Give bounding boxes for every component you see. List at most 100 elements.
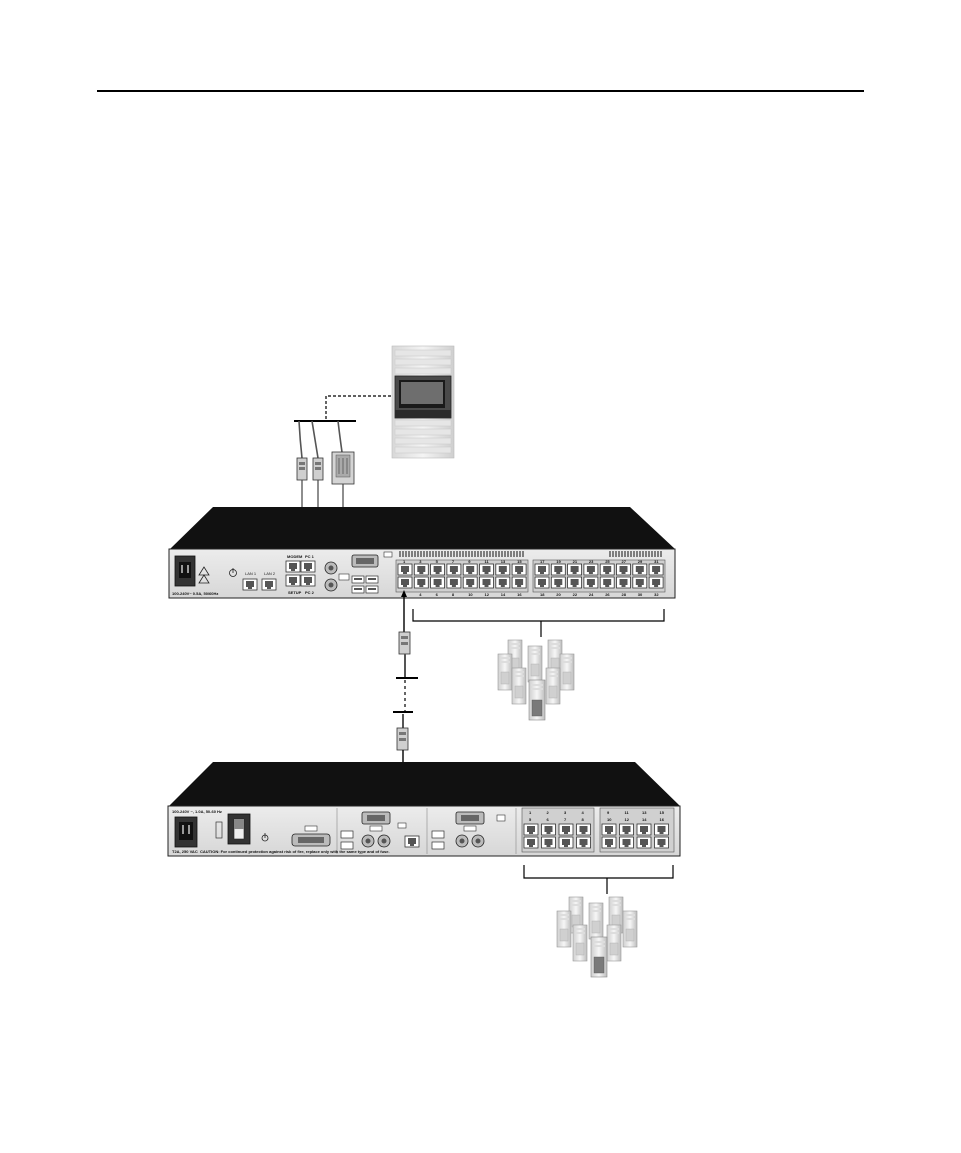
port-number-label: 9 (607, 810, 610, 815)
pc2-label: PC 2 (305, 590, 315, 595)
serial-port (291, 825, 331, 847)
upper-server-ports: 1234567891011121314151617181920212223242… (397, 559, 664, 597)
port-number-label: 1 (403, 559, 406, 564)
port-number-label: 14 (642, 817, 647, 822)
port-number-label: 7 (564, 817, 567, 822)
modem-label: MODEM (287, 554, 303, 559)
port-number-label: 5 (529, 817, 532, 822)
lower-server-bracket (523, 865, 674, 894)
port-number-label: 32 (654, 592, 659, 597)
port-number-label: 4 (582, 810, 585, 815)
server-port (523, 836, 539, 849)
server-port (479, 563, 494, 576)
usb-port (338, 573, 350, 581)
server-port (541, 836, 556, 849)
server-port (550, 563, 566, 576)
server-port (413, 563, 429, 576)
port-number-label: 2 (547, 810, 550, 815)
caution-text: CAUTION: For continued protection agains… (200, 849, 390, 854)
upper-kvm-switch: 100-240V~ 0.5A, 50/60Hz LAN 1 LAN 2 MODE… (168, 507, 676, 599)
power-switch (227, 813, 251, 845)
server-port (636, 836, 652, 849)
port-number-label: 12 (625, 817, 630, 822)
server-port (534, 576, 550, 589)
port-number-label: 8 (582, 817, 585, 822)
port-number-label: 22 (573, 592, 578, 597)
modem-port (285, 560, 301, 573)
console-dashed-link (325, 395, 391, 421)
server-port (511, 576, 527, 589)
port-number-label: 14 (501, 592, 506, 597)
port-number-label: 29 (638, 559, 643, 564)
server-port (648, 576, 664, 589)
vga-plug (331, 451, 355, 485)
port-number-label: 9 (468, 559, 471, 564)
server-port (558, 823, 574, 836)
server-group-icon (556, 896, 638, 978)
server-port (599, 563, 615, 576)
port-number-label: 18 (540, 592, 545, 597)
server-port (654, 836, 669, 849)
port-number-label: 13 (642, 810, 647, 815)
port-number-label: 3 (564, 810, 567, 815)
port-number-label: 31 (654, 559, 659, 564)
server-port (576, 823, 591, 836)
setup-label: SETUP (288, 590, 302, 595)
port-number-label: 13 (501, 559, 506, 564)
port-number-label: 10 (468, 592, 473, 597)
lan2-label: LAN 2 (264, 571, 276, 576)
rack-console-icon (391, 345, 455, 459)
port-number-label: 7 (452, 559, 455, 564)
pc2-port (300, 574, 316, 587)
port-number-label: 21 (573, 559, 578, 564)
server-port (616, 576, 631, 589)
user-channel-1 (340, 811, 420, 850)
server-port (430, 563, 446, 576)
lower-power-label: 100-240V ~, 1.0A, 50-60 Hz (172, 809, 222, 814)
lan1-label: LAN 1 (245, 571, 257, 576)
power-inlet (174, 555, 196, 587)
port-number-label: 20 (556, 592, 561, 597)
server-port (495, 576, 511, 589)
upper-power-label: 100-240V~ 0.5A, 50/60Hz (172, 591, 218, 596)
server-port (397, 563, 413, 576)
port-number-label: 24 (589, 592, 594, 597)
usb-ports (351, 575, 379, 594)
server-port (601, 836, 617, 849)
server-port (632, 563, 648, 576)
port-number-label: 16 (517, 592, 522, 597)
server-port (583, 576, 599, 589)
port-number-label: 16 (660, 817, 665, 822)
server-port (462, 576, 478, 589)
console-cables (298, 420, 343, 459)
lan1-port (242, 578, 258, 591)
server-port (541, 823, 556, 836)
lower-kvm-switch: 100-240V ~, 1.0A, 50-60 Hz (167, 762, 681, 857)
ps2-mouse-plug (312, 457, 324, 481)
ps2-keyboard-plug (296, 457, 308, 481)
pc1-label: PC 1 (305, 554, 315, 559)
server-port (495, 563, 511, 576)
port-number-label: 17 (540, 559, 545, 564)
server-port (636, 823, 652, 836)
server-port (619, 836, 634, 849)
fuse-label: T2A, 250 VAC (172, 849, 198, 854)
port-number-label: 11 (485, 559, 490, 564)
port-number-label: 23 (589, 559, 594, 564)
port-number-label: 19 (556, 559, 561, 564)
port-number-label: 26 (605, 592, 610, 597)
setup-port (285, 574, 301, 587)
server-port (601, 823, 617, 836)
server-port (654, 823, 669, 836)
port-number-label: 27 (622, 559, 627, 564)
server-port (462, 563, 478, 576)
server-port (576, 836, 591, 849)
power-inlet-lower (174, 816, 198, 848)
port-number-label: 3 (419, 559, 422, 564)
port-number-label: 15 (517, 559, 522, 564)
server-port (616, 563, 631, 576)
port-number-label: 6 (436, 592, 439, 597)
port-number-label: 11 (625, 810, 630, 815)
